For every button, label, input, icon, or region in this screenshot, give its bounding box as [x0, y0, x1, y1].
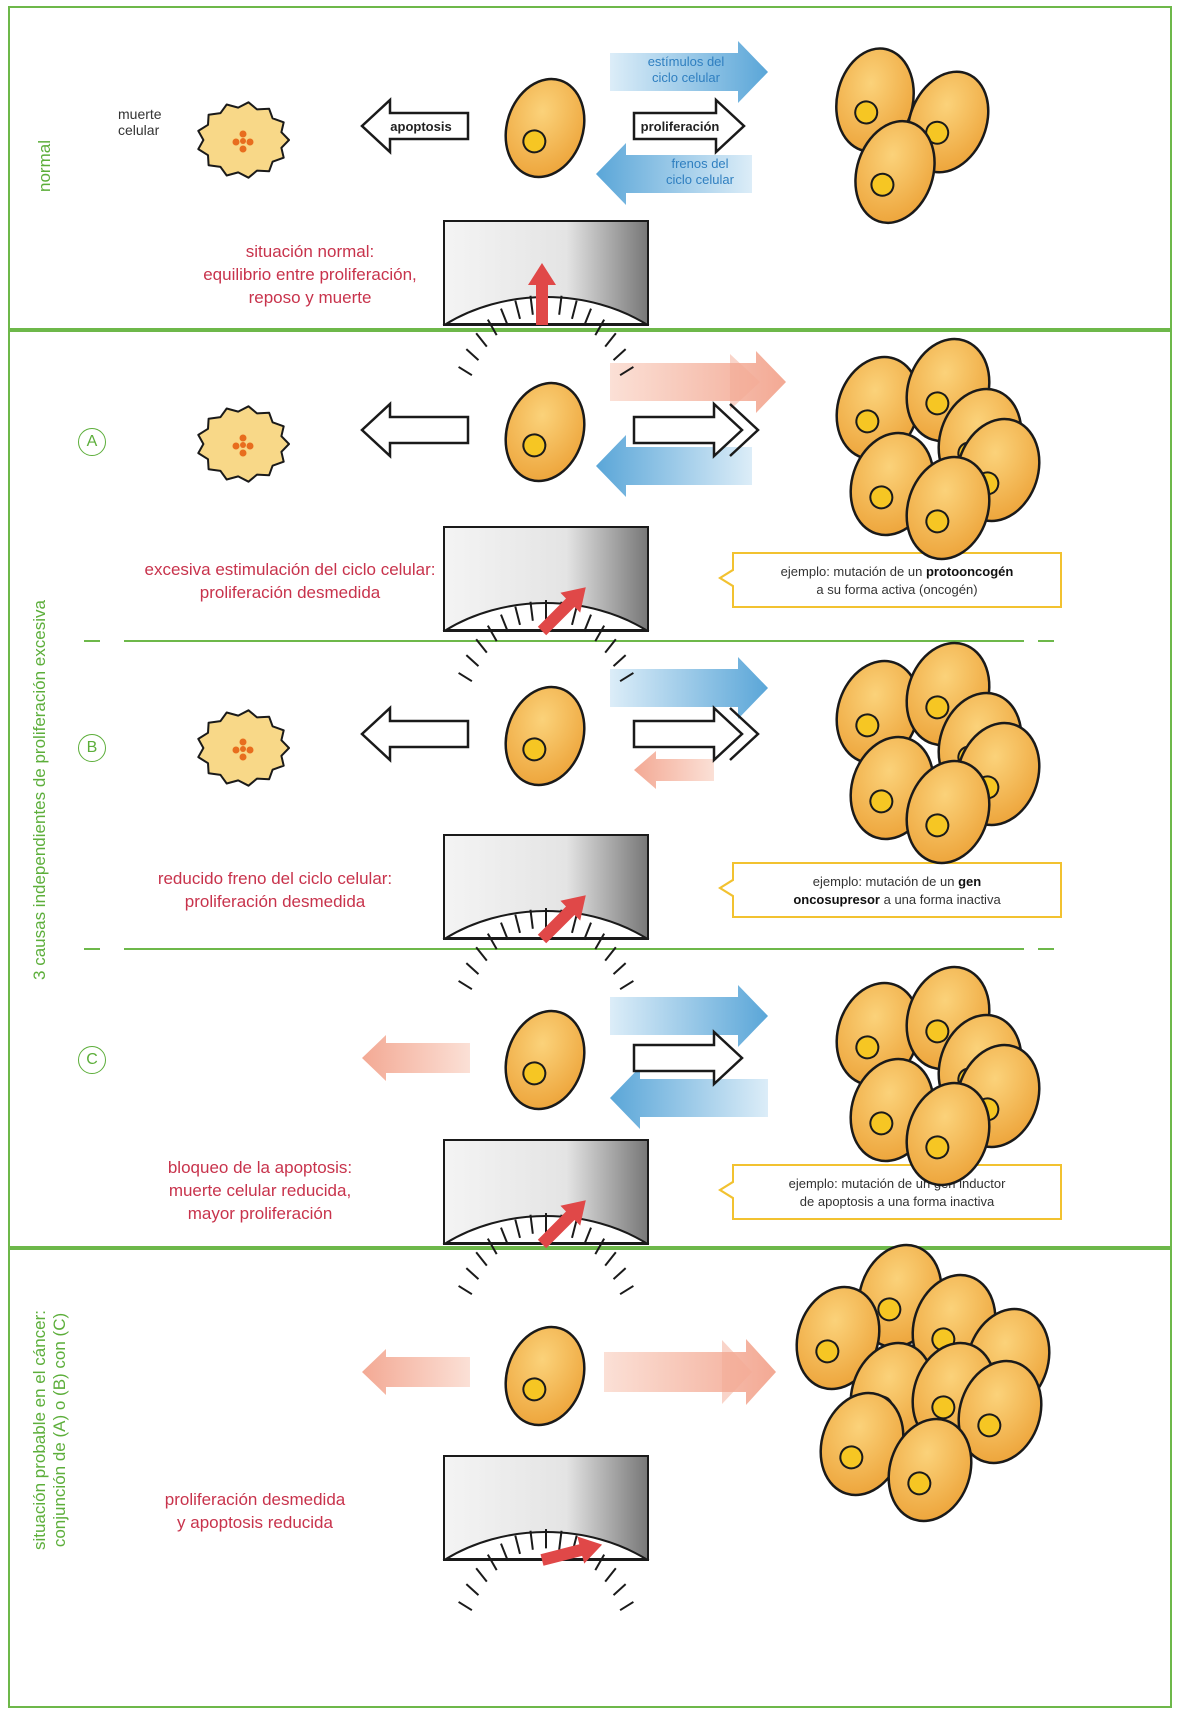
cell-death-label: muerte celular: [118, 106, 162, 138]
panel-excessive: [8, 330, 1172, 1248]
sub-label-b: B: [78, 734, 106, 762]
caption-b: reducido freno del ciclo celular: prolif…: [157, 869, 393, 911]
divider-dash-left: [84, 948, 100, 950]
panel-label-cancer: situación probable en el cáncer: conjunc…: [30, 1309, 69, 1551]
caption-cancer: proliferación desmedida y apoptosis redu…: [164, 1490, 346, 1532]
divider-dash-right: [1038, 948, 1054, 950]
caption-normal: situación normal: equilibrio entre proli…: [203, 242, 417, 307]
callout-c: ejemplo: mutación de un gen inductor de …: [718, 1164, 1062, 1220]
panel-label-normal: normal: [35, 140, 54, 192]
divider-dash-right: [1038, 640, 1054, 642]
callout-a: ejemplo: mutación de un protooncogén a s…: [718, 552, 1062, 608]
caption-c: bloqueo de la apoptosis: muerte celular …: [167, 1158, 353, 1223]
callout-b: ejemplo: mutación de un gen oncosupresor…: [718, 862, 1062, 918]
panel-cancer: [8, 1248, 1172, 1708]
divider-ab: [124, 640, 1024, 642]
caption-a: excesiva estimulación del ciclo celular:…: [144, 560, 436, 602]
divider-bc: [124, 948, 1024, 950]
sub-label-c: C: [78, 1046, 106, 1074]
panel-label-excessive: 3 causas independientes de proliferación…: [30, 600, 49, 980]
sub-label-a: A: [78, 428, 106, 456]
divider-dash-left: [84, 640, 100, 642]
